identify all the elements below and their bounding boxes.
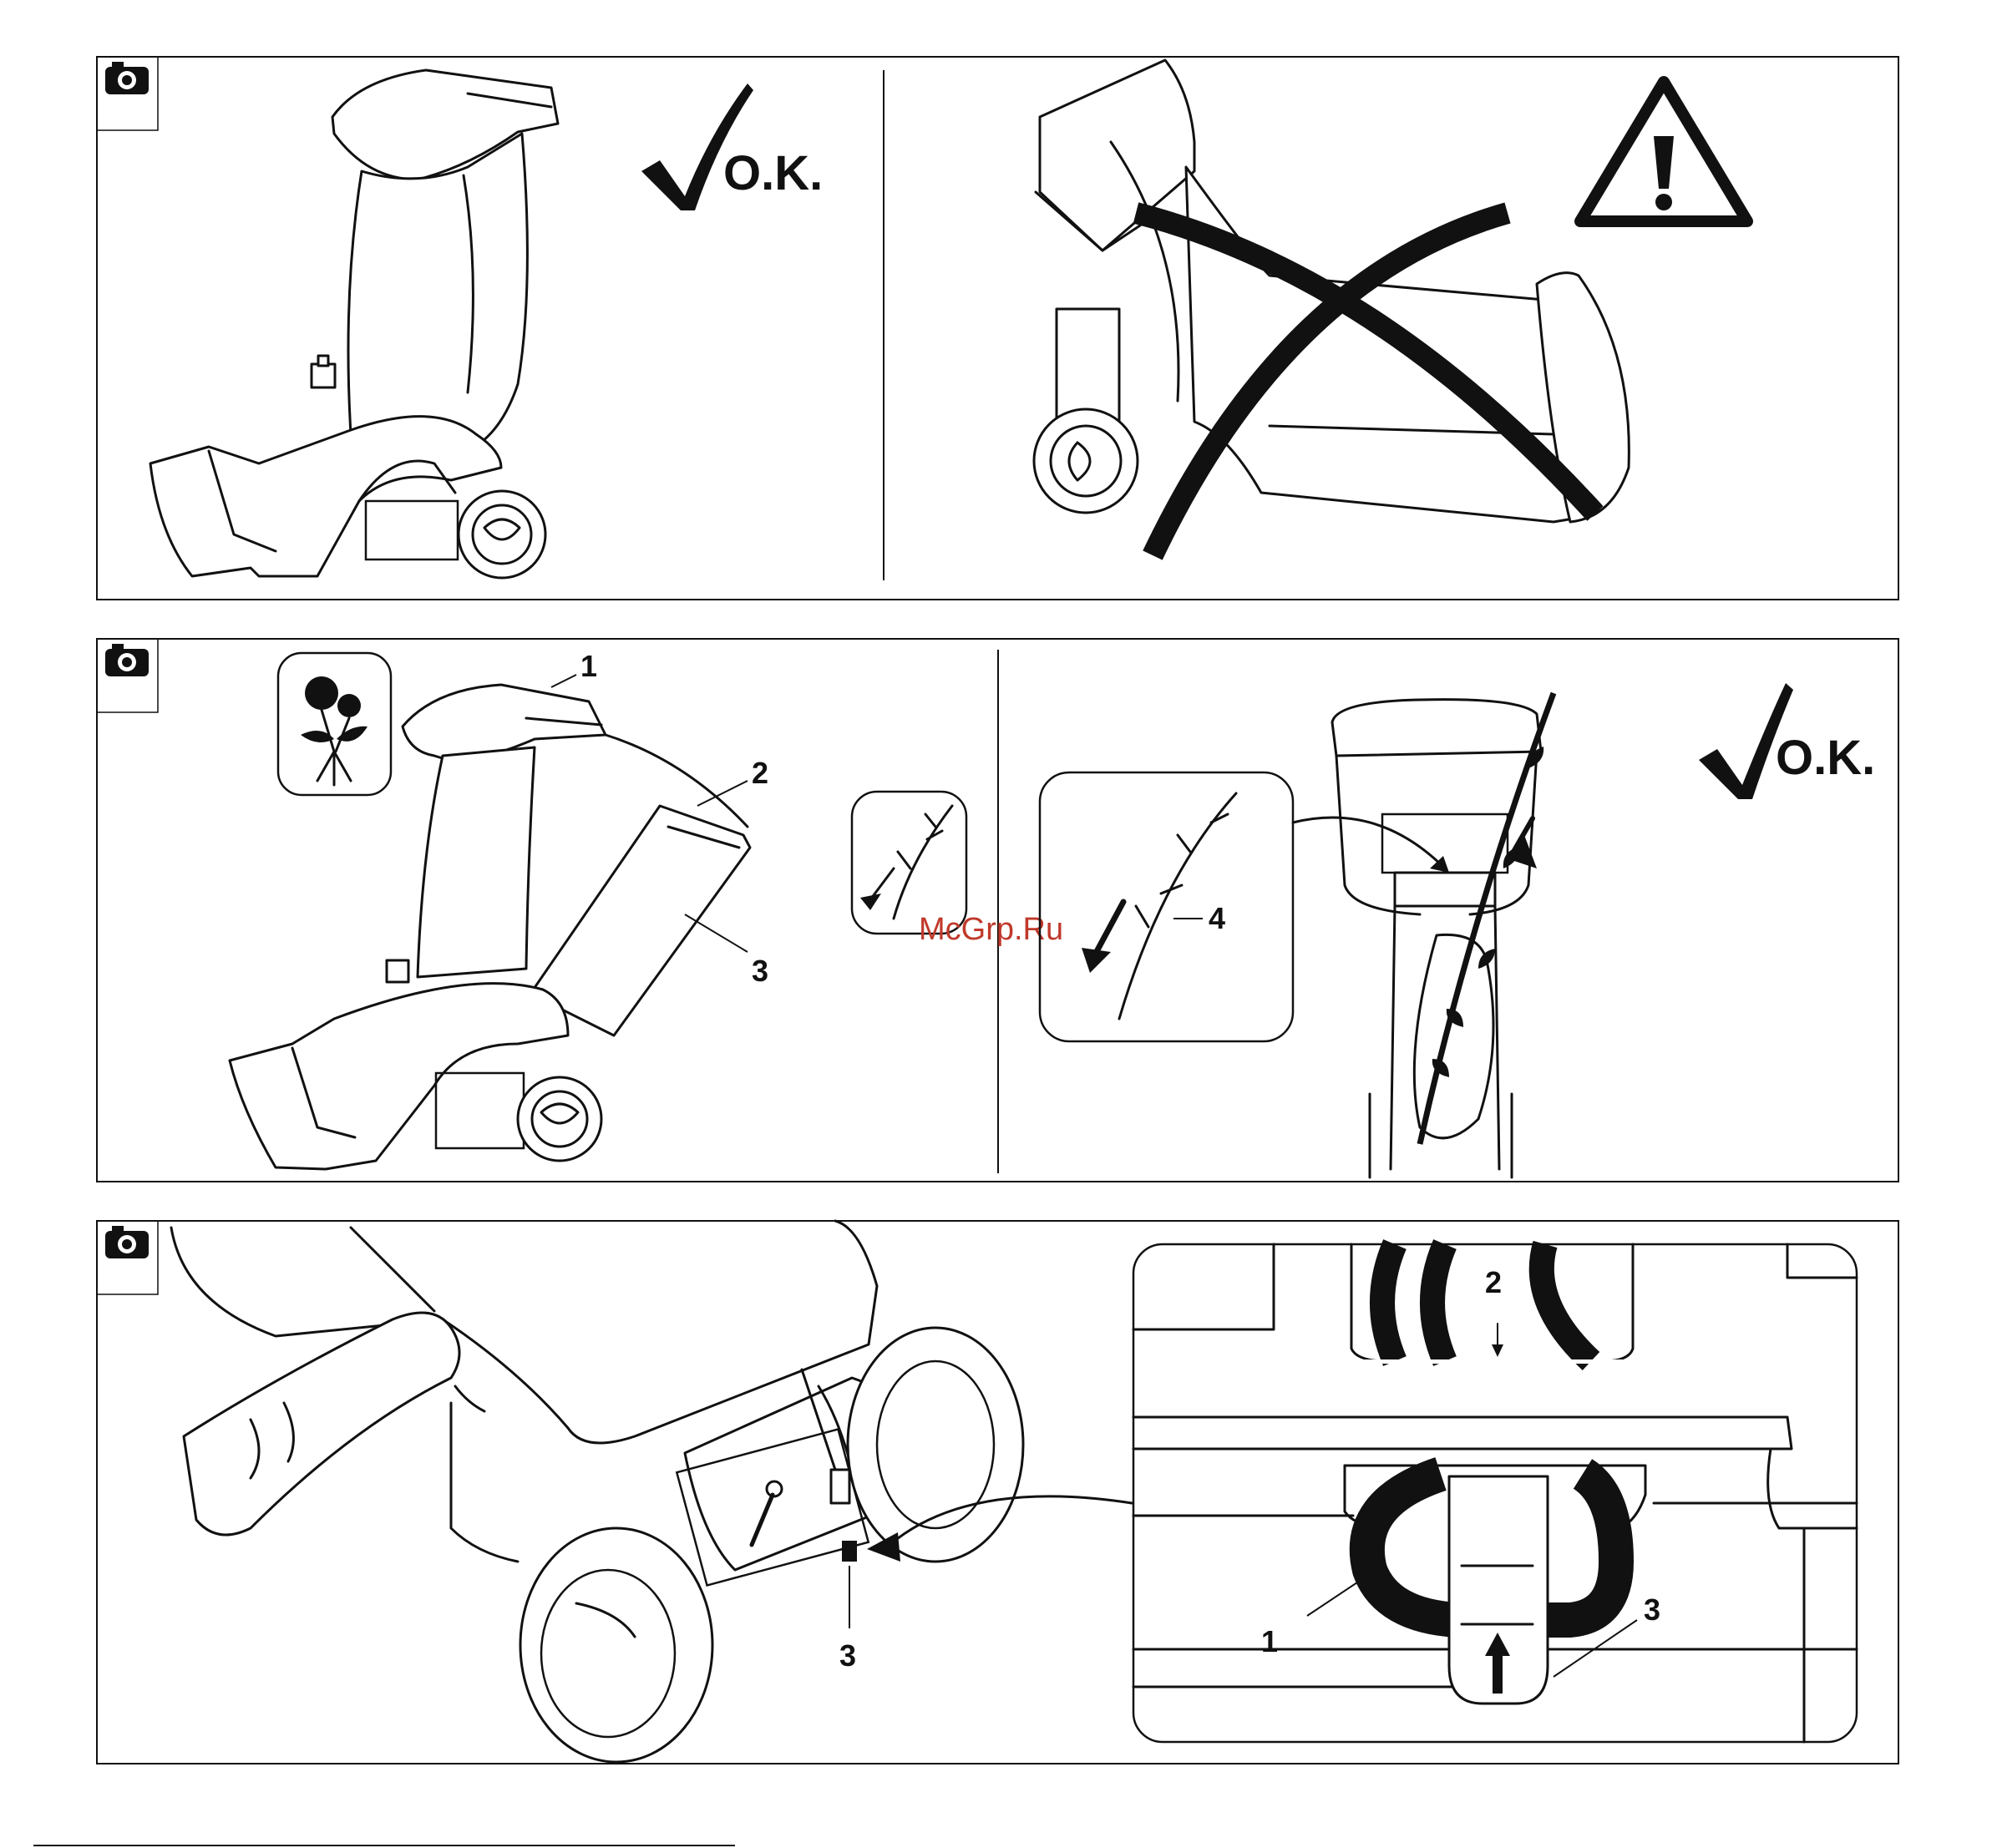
camera-icon	[97, 1221, 158, 1294]
panel-1: O.K.	[97, 57, 1898, 600]
callout-label: 2	[1485, 1265, 1502, 1299]
shredder-rear-illustration	[171, 1221, 1023, 1762]
flower-icon	[278, 653, 391, 795]
panel-3: 3 2 1 3	[97, 1221, 1898, 1764]
connector-arrow	[1293, 818, 1445, 868]
leader-line	[551, 675, 576, 687]
watermark-text: McGrp.Ru	[919, 912, 1063, 947]
detail-inset	[1133, 1244, 1857, 1742]
ok-label: O.K.	[723, 146, 823, 200]
callout-label: 1	[580, 649, 597, 683]
callout-label: 3	[839, 1638, 856, 1673]
camera-icon	[97, 57, 158, 130]
warning-triangle-icon	[1580, 82, 1747, 221]
callout-label: 4	[1209, 901, 1225, 935]
callout-label: 3	[752, 954, 768, 988]
ok-label: O.K.	[1776, 731, 1875, 785]
callout-label: 1	[1261, 1624, 1278, 1658]
camera-icon	[97, 639, 158, 712]
branch-callout	[1040, 772, 1293, 1041]
callout-label: 3	[1644, 1592, 1660, 1627]
shredder-front-illustration	[1332, 693, 1554, 1177]
callout-label: 2	[752, 756, 768, 790]
leader-line	[685, 914, 748, 952]
shredder-upright-illustration	[150, 70, 558, 578]
shredder-open-illustration	[230, 685, 750, 1169]
panel-2: 1 2 3 McGrp.Ru 4	[97, 639, 1898, 1182]
